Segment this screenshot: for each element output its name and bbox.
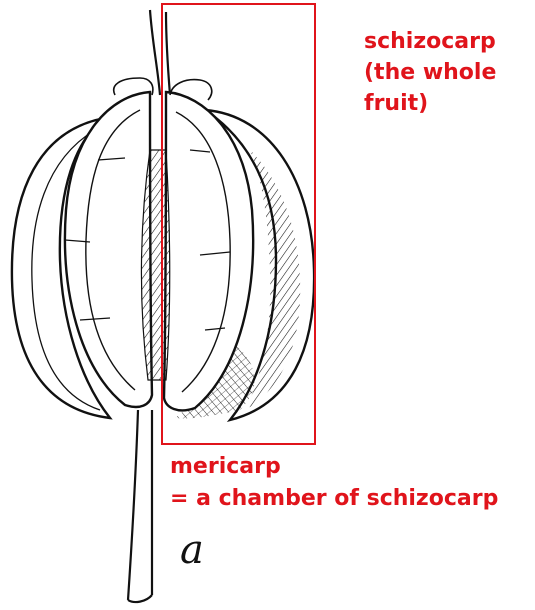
schizocarp-label: schizocarp (the whole fruit) xyxy=(364,26,496,119)
mericarp-label: mericarp = a chamber of schizocarp xyxy=(170,451,498,515)
mericarp-label-line2: = a chamber of schizocarp xyxy=(170,486,499,511)
schizocarp-label-line3: fruit) xyxy=(364,91,429,116)
mericarp-label-line1: mericarp xyxy=(170,454,281,479)
lower-stalk xyxy=(126,409,154,604)
panel-letter: a xyxy=(180,527,204,573)
upper-stalk xyxy=(148,9,172,96)
schizocarp-label-line1: schizocarp xyxy=(364,29,496,54)
mericarp-highlight-box xyxy=(161,3,316,445)
commissure xyxy=(140,149,171,381)
left-outer-wing xyxy=(10,116,113,420)
surface-marks xyxy=(64,149,231,331)
wing-hatching xyxy=(245,150,301,410)
schizocarp-label-line2: (the whole xyxy=(364,60,497,85)
